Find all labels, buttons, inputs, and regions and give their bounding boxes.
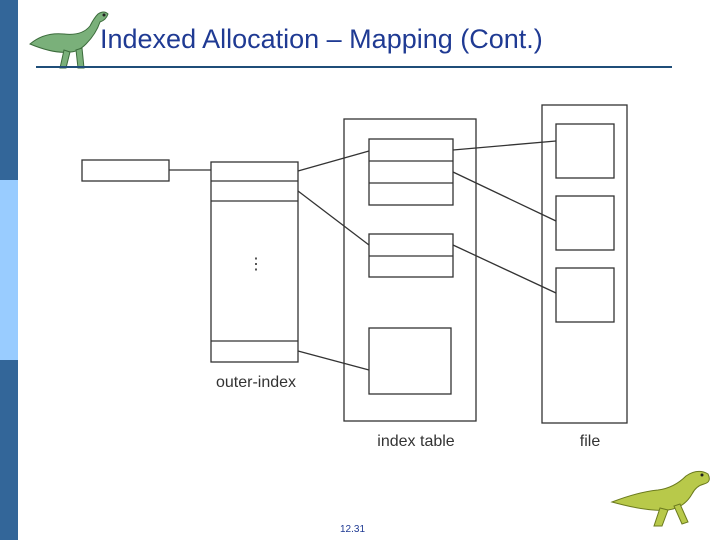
dinosaur-icon: [608, 462, 718, 532]
index-block-3: [369, 328, 451, 394]
outer-index-ellipsis: ⋮: [248, 256, 264, 273]
outer-index-label: outer-index: [216, 374, 296, 391]
index-table-label: index table: [377, 433, 454, 450]
file-label: file: [580, 433, 601, 450]
page-number: 12.31: [340, 524, 365, 535]
file-block-1: [556, 124, 614, 178]
index-block-1-frame: [369, 139, 453, 205]
file-block-2: [556, 196, 614, 250]
file-block-3: [556, 268, 614, 322]
index-block-1: [369, 139, 453, 205]
index-block-2: [369, 234, 453, 277]
pointer-block: [82, 160, 169, 181]
